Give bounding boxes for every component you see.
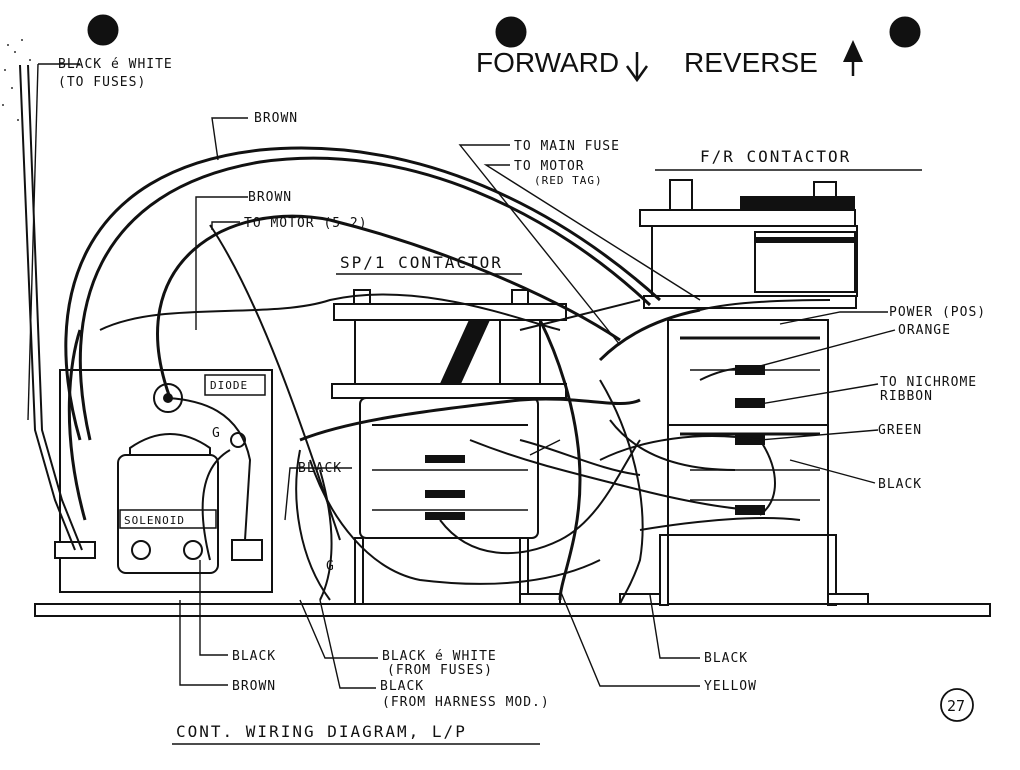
black-from-harness-sub: (FROM HARNESS MOD.) [382, 695, 550, 710]
sp1-contactor-label: SP/1 CONTACTOR [340, 253, 503, 272]
solenoid-label: SOLENOID [124, 514, 185, 527]
ribbon-label: RIBBON [880, 389, 933, 404]
brown-bottom-left-label: BROWN [232, 679, 276, 694]
brown-mid-label: BROWN [248, 190, 292, 205]
forward-arrow-icon [625, 52, 649, 83]
black-center-label: BLACK [298, 461, 342, 476]
orange-label: ORANGE [898, 323, 951, 338]
to-motor-label: TO MOTOR [514, 159, 585, 174]
right-bracket [231, 539, 263, 561]
punch-hole-center [495, 16, 527, 48]
black-white-to-fuses-label: BLACK é WHITE [58, 57, 173, 72]
base-plate [34, 603, 991, 617]
green-label: GREEN [878, 423, 922, 438]
to-nichrome-label: TO NICHROME [880, 375, 977, 390]
leader-lines [27, 63, 896, 689]
reverse-arrow-icon [843, 40, 863, 76]
forward-label: FORWARD [476, 47, 619, 78]
black-bottom-left-label: BLACK [232, 649, 276, 664]
solenoid [117, 433, 219, 574]
black-right-label: BLACK [878, 477, 922, 492]
sp1-contactor [331, 289, 567, 605]
diode-label: DIODE [210, 379, 248, 392]
scan-noise [2, 39, 31, 121]
wire-harness [19, 64, 831, 606]
diode-label-box [204, 374, 266, 396]
black-from-harness-label: BLACK [380, 679, 424, 694]
yellow-label: YELLOW [704, 679, 757, 694]
to-main-fuse-label: TO MAIN FUSE [514, 139, 620, 154]
footer-title: CONT. WIRING DIAGRAM, L/P [176, 722, 467, 741]
black-white-to-fuses-sub: (TO FUSES) [58, 75, 146, 90]
page-number-circle [940, 688, 974, 722]
black-bottom-right-label: BLACK [704, 651, 748, 666]
black-white-from-fuses-sub: (FROM FUSES) [387, 663, 493, 678]
black-white-from-fuses-label: BLACK é WHITE [382, 649, 497, 664]
g-top-label: G [212, 426, 221, 441]
to-motor-sub: (RED TAG) [534, 174, 603, 187]
fr-contactor [619, 179, 869, 606]
power-pos-label: POWER (POS) [889, 305, 986, 320]
brown-top-label: BROWN [254, 111, 298, 126]
punch-hole-left [87, 14, 119, 46]
to-motor-52-label: TO MOTOR (5-2) [244, 216, 368, 231]
g-bottom-label: G [326, 559, 335, 574]
fr-contactor-label: F/R CONTACTOR [700, 147, 851, 166]
reverse-label: REVERSE [684, 47, 818, 78]
page-number: 27 [947, 697, 965, 715]
punch-hole-right [889, 16, 921, 48]
